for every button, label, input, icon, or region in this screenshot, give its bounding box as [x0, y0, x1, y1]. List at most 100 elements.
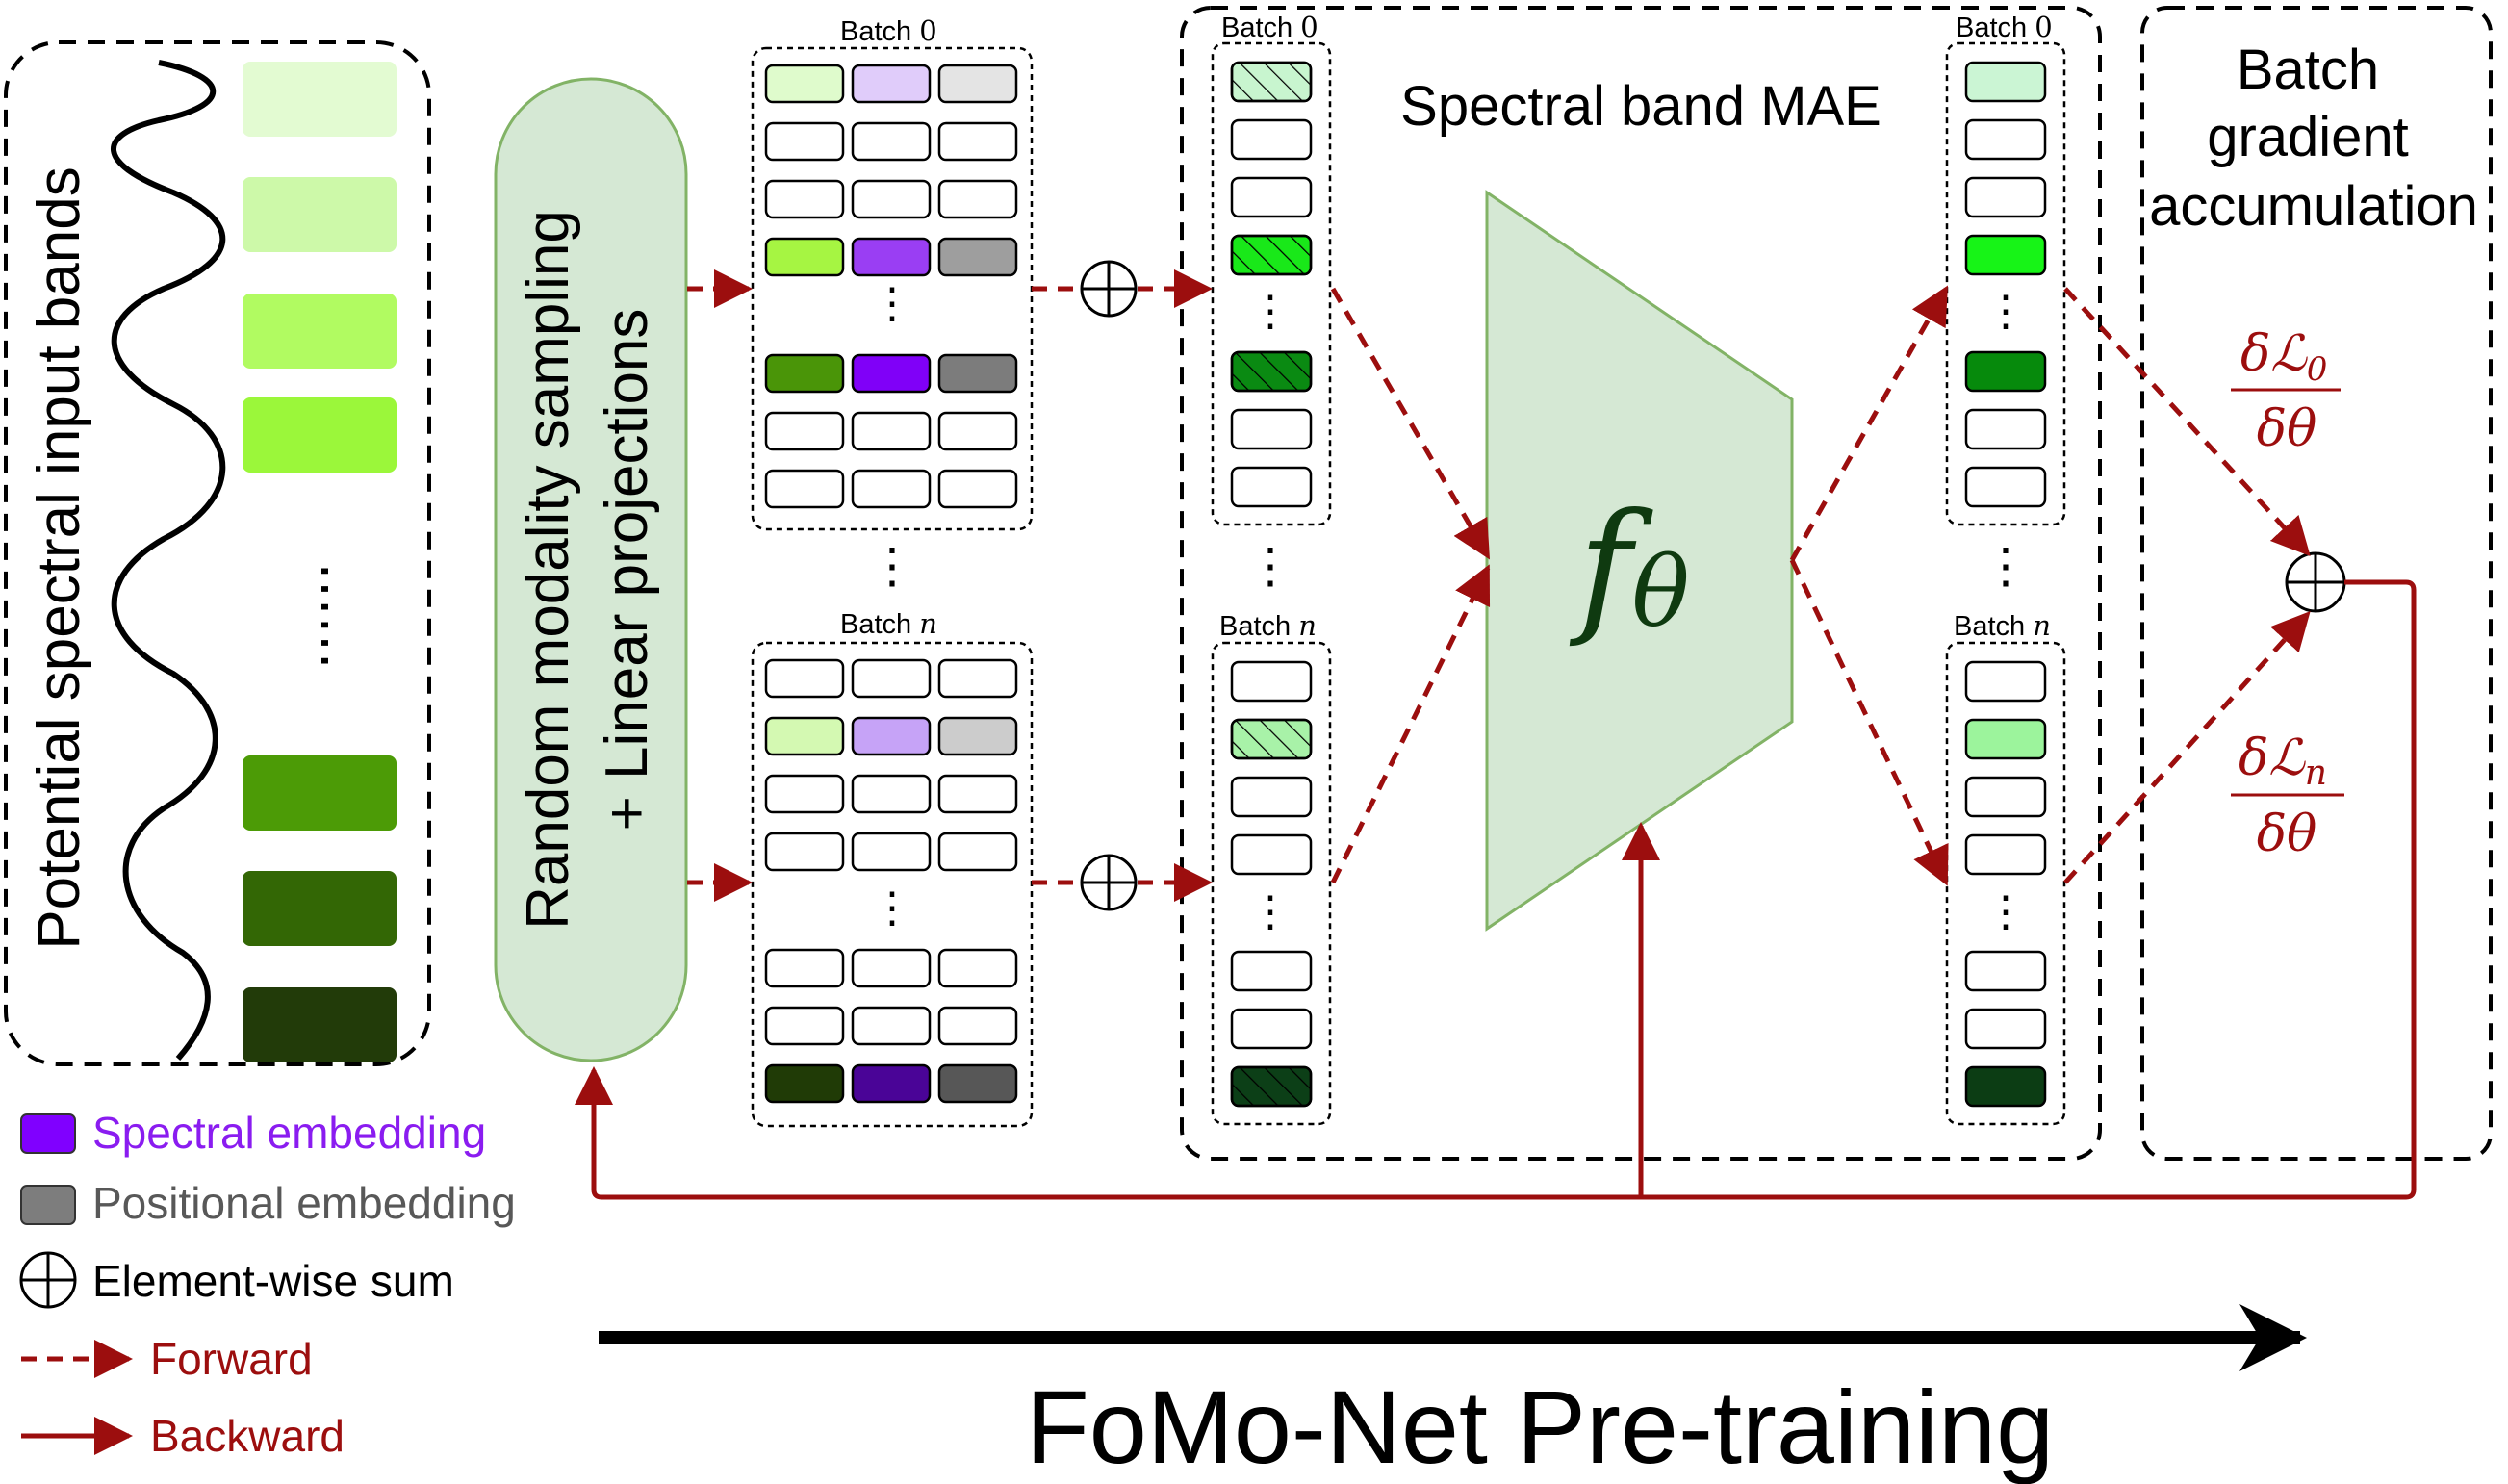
forward-arrow-mae0-to-encoder	[1330, 287, 1491, 560]
band-swatch	[243, 987, 397, 1062]
forward-arrow-out0-to-accum	[2063, 287, 2311, 556]
mae-output-gap-ellipsis: ⋮	[1982, 539, 2030, 593]
forward-arrow-encoder-to-out0	[1789, 285, 1949, 562]
token-cell	[764, 469, 845, 509]
token-cell	[851, 121, 932, 162]
token-cell	[764, 774, 845, 814]
token-cell	[764, 64, 845, 104]
legend-positional-swatch	[20, 1185, 76, 1225]
token-cell	[937, 774, 1018, 814]
diagram-title: FoMo-Net Pre-training	[1026, 1369, 2054, 1484]
mae-token-cell	[1964, 466, 2047, 508]
sampling-label-line1: Random modality sampling	[515, 210, 581, 930]
mae-input-batch-n-label: Batch n	[1219, 609, 1317, 642]
masked-token-hatch	[1230, 718, 1313, 760]
token-cell	[937, 179, 1018, 219]
mae-token-cell	[1964, 61, 2047, 103]
sampling-block: Random modality sampling + Linear projec…	[494, 77, 688, 1062]
token-cell	[937, 237, 1018, 277]
mae-output-batch-0-ellipsis: ⋮	[1984, 288, 2027, 335]
masked-token-hatch	[1230, 234, 1313, 276]
mae-token-cell	[1230, 660, 1313, 703]
mae-token-cell	[1230, 176, 1313, 218]
legend-spectral-swatch	[20, 1113, 76, 1154]
mae-token-cell	[1964, 350, 2047, 393]
token-cell	[937, 658, 1018, 699]
token-batches: Batch 0 ⋮ ⋮ Batch n ⋮	[751, 14, 1034, 1128]
mae-encoder-shape	[1485, 190, 1794, 932]
mae-output-batch-n-border	[1945, 641, 2066, 1126]
accumulation-panel: Batch gradient accumulation δℒ0 δθ δℒn δ…	[2140, 6, 2493, 1161]
input-bands-panel: Potential spectral input bands ⋯⋯	[4, 40, 431, 1066]
token-cell	[851, 948, 932, 988]
mae-output-batch-0-label: Batch 0	[1956, 11, 2053, 43]
input-bands-label: Potential spectral input bands	[26, 166, 92, 949]
mae-token-cell	[1230, 408, 1313, 450]
token-batches-gap-ellipsis: ⋮	[868, 539, 916, 593]
token-cell	[764, 353, 845, 394]
token-batch-n-label: Batch n	[840, 607, 937, 640]
gradient-loss-n: δℒn δθ	[2231, 729, 2344, 863]
mae-token-cell	[1964, 408, 2047, 450]
mae-input-batch-n-ellipsis: ⋮	[1249, 888, 1292, 935]
mae-token-cell	[1230, 950, 1313, 992]
mae-token-cell	[1964, 950, 2047, 992]
token-cell	[937, 716, 1018, 756]
masked-token-hatch	[1230, 1065, 1313, 1108]
token-cell	[764, 948, 845, 988]
forward-arrow-encoder-to-outn	[1789, 558, 1949, 886]
mae-token-cell	[1230, 1008, 1313, 1050]
mae-input-batch-0-cells	[1230, 61, 1313, 508]
token-batch-0-cells	[764, 64, 1018, 509]
mae-panel-border	[1180, 6, 2102, 1161]
mae-label: Spectral band MAE	[1400, 75, 1881, 138]
mae-token-cell	[1964, 1008, 2047, 1050]
sum-node-batch-n	[1080, 854, 1138, 911]
token-cell	[851, 469, 932, 509]
band-swatch	[243, 294, 397, 369]
mae-input-batch-0-border	[1211, 41, 1332, 526]
mae-token-cell	[1964, 234, 2047, 276]
masked-token-hatch	[1230, 61, 1313, 103]
mae-input-batch-0-label: Batch 0	[1221, 11, 1318, 43]
token-batch-0-label: Batch 0	[840, 14, 937, 47]
sum-node-batch-0	[1080, 260, 1138, 318]
spectral-wave-icon	[111, 60, 226, 1061]
token-cell	[851, 179, 932, 219]
backward-path-main	[575, 579, 2417, 1200]
token-batch-n-ellipsis: ⋮	[871, 884, 913, 932]
token-cell	[851, 774, 932, 814]
token-cell	[764, 1006, 845, 1046]
legend-backward-label: Backward	[150, 1411, 345, 1461]
token-cell	[851, 1006, 932, 1046]
token-cell	[937, 411, 1018, 451]
token-cell	[851, 411, 932, 451]
sampling-label-line2: + Linear projections	[594, 309, 660, 832]
forward-arrow-maen-to-encoder	[1330, 564, 1491, 884]
mae-input-batch-n-cells	[1230, 660, 1313, 1108]
legend-positional-label: Positional embedding	[92, 1178, 516, 1228]
mae-token-cell	[1230, 466, 1313, 508]
token-cell	[764, 716, 845, 756]
legend-sum-icon	[19, 1251, 77, 1309]
mae-output-batch-n-cells	[1964, 660, 2047, 1108]
input-bands-border	[4, 40, 431, 1066]
bands-ellipsis: ⋯⋯	[296, 562, 357, 670]
mae-output-batch-0-cells	[1964, 61, 2047, 508]
legend-sum-label: Element-wise sum	[92, 1256, 454, 1306]
gradient-loss-n-numerator: δℒn	[2239, 729, 2327, 793]
token-cell	[764, 179, 845, 219]
mae-token-cell	[1230, 118, 1313, 161]
token-batch-n-cells	[764, 658, 1018, 1104]
forward-arrow-outn-to-accum	[2063, 611, 2311, 884]
token-cell	[764, 1063, 845, 1104]
token-cell	[764, 121, 845, 162]
mae-token-cell	[1964, 1065, 2047, 1108]
mae-input-gap-ellipsis: ⋮	[1246, 539, 1294, 593]
band-swatch	[243, 177, 397, 252]
backward-arrows	[575, 579, 2417, 1200]
token-cell	[937, 1063, 1018, 1104]
mae-token-cell	[1230, 776, 1313, 818]
token-cell	[937, 1006, 1018, 1046]
